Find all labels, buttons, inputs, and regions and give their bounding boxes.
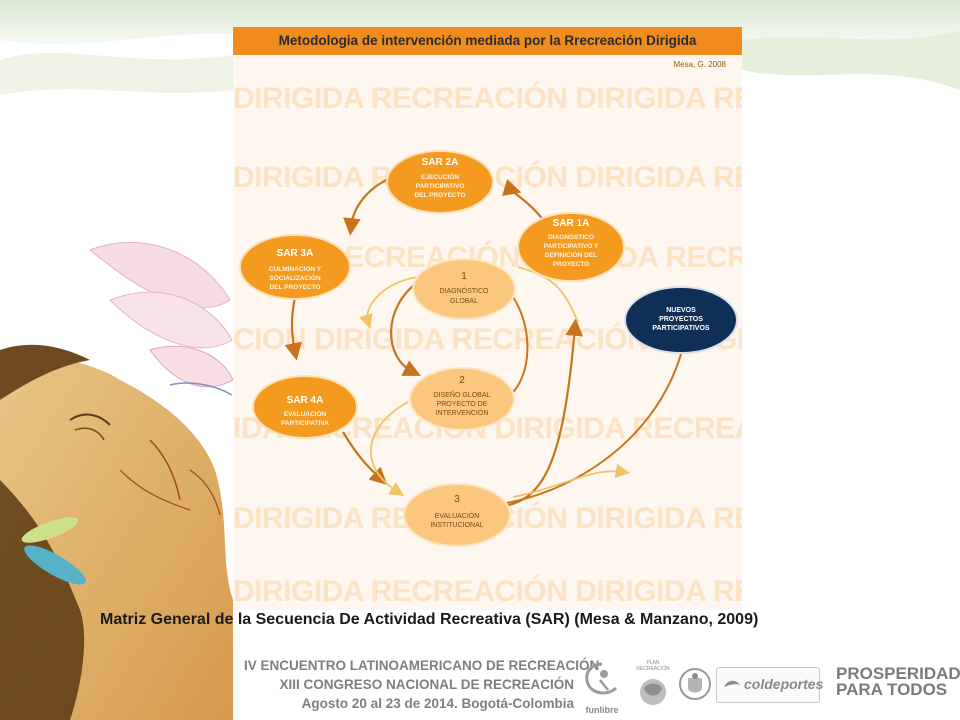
node-line: GLOBAL [450,298,478,305]
node-line: DEL PROYECTO [269,284,320,291]
prosperidad-line-2: PARA TODOS [836,680,948,699]
node-line: INTERVENCIÓN [436,408,489,417]
prosperidad-para-todos-logo: PROSPERIDAD PARA TODOS [836,664,960,699]
plan-recreacion-logo: PLAN RECREACIÓN [632,660,674,712]
node-line: PARTICIPATIVOS [652,325,710,332]
node-title: SAR 2A [422,157,459,168]
plan-recreacion-label: PLAN RECREACIÓN [636,660,670,672]
coldeportes-icon [724,680,740,687]
node-sar-3a: SAR 3A CULMINACION Y SOCIALIZACIÓN DEL P… [239,234,351,300]
node-title: 2 [459,375,465,386]
flower-illustration [89,241,234,396]
slide-caption: Matriz General de la Secuencia De Activi… [100,611,759,628]
node-line: EVALUACIÓN [284,409,327,418]
node-line: DEL PROYECTO [414,192,465,199]
seal-icon [679,668,711,700]
plan-recreacion-mark [640,679,666,705]
node-title: 1 [461,271,467,282]
prosperidad-line-1: PROSPERIDAD [836,664,960,683]
event-line-2: XIII CONGRESO NACIONAL DE RECREACIÓN [279,677,574,692]
node-line: DIAGNÓSTICO [439,286,489,295]
node-title: SAR 1A [553,218,590,229]
node-sar-2a: SAR 2A EJECUCIÓN PARTICIPATIVO DEL PROYE… [386,150,494,214]
funlibre-logo: funlibre [578,660,626,715]
coldeportes-logo: coldeportes [716,667,824,703]
coldeportes-label: coldeportes [744,676,824,692]
node-line: NUEVOS [666,307,696,314]
node-line: PARTICIPATIVO Y [544,243,599,250]
node-title: 3 [454,494,460,505]
node-line: EJECUCIÓN [421,172,459,181]
node-1-diagnostico-global: 1 DIAGNÓSTICO GLOBAL [412,258,516,320]
methodology-diagram-panel: Metodologia de intervención mediada por … [233,27,742,610]
event-footer: IV ENCUENTRO LATINOAMERICANO DE RECREACI… [244,656,600,713]
funlibre-label: funlibre [585,705,619,715]
outer-cycle-arrows [284,175,682,509]
node-title: SAR 3A [277,248,314,259]
node-line: SOCIALIZACIÓN [269,273,321,282]
node-line: PROYECTO [553,261,589,268]
node-line: PARTICIPATIVA [281,420,329,427]
node-line: CULMINACION Y [269,266,322,273]
node-line: PROYECTOS [659,316,703,323]
node-line: PROYECTO DE [437,401,488,408]
node-line: PARTICIPATIVO [416,183,465,190]
face-illustration [0,344,233,720]
node-line: DISEÑO GLOBAL [434,390,491,399]
cycle-diagram: SAR 2A EJECUCIÓN PARTICIPATIVO DEL PROYE… [239,150,738,547]
node-line: DEFINICIÓN DEL [545,250,597,259]
watermark-row: DIRIGIDA RECREACIÓN DIRIGIDA RECREACIÓN [233,575,742,608]
node-line: EVALUACIÓN [435,511,480,520]
node-sar-4a: SAR 4A EVALUACIÓN PARTICIPATIVA [252,375,358,439]
diagram-author: Mesa, G. 2008 [673,60,726,69]
node-2-diseno-global: 2 DISEÑO GLOBAL PROYECTO DE INTERVENCIÓN [409,367,515,431]
diagram-title: Metodologia de intervención mediada por … [233,27,742,55]
node-nuevos-proyectos: NUEVOS PROYECTOS PARTICIPATIVOS [624,286,738,354]
node-title: SAR 4A [287,395,324,406]
node-line: INSTITUCIONAL [430,522,483,529]
inner-cycle-arrows [358,266,631,498]
funlibre-logo-mark [585,662,618,695]
node-sar-1a: SAR 1A DIAGNOSTICO PARTICIPATIVO Y DEFIN… [517,212,625,282]
node-line: DIAGNOSTICO [548,234,594,241]
watermark-row: DIRIGIDA RECREACIÓN DIRIGIDA RECREACIÓN [233,82,742,115]
event-line-1: IV ENCUENTRO LATINOAMERICANO DE RECREACI… [244,658,600,673]
node-3-evaluacion-institucional: 3 EVALUACIÓN INSTITUCIONAL [403,483,511,547]
colombia-seal-logo [678,666,712,702]
event-line-3: Agosto 20 al 23 de 2014. Bogotá-Colombia [301,696,574,711]
